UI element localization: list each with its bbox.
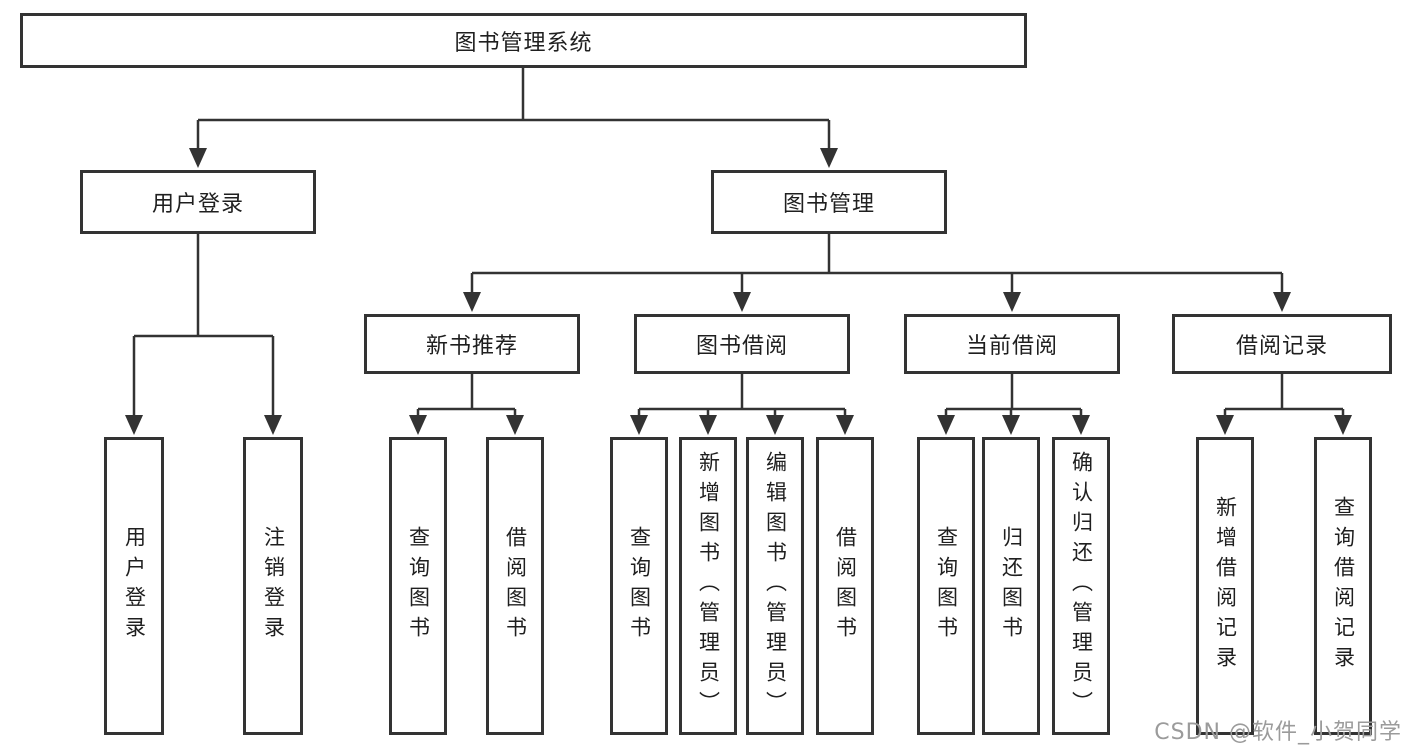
node-root: 图书管理系统 bbox=[20, 13, 1027, 68]
node-current-borrow: 当前借阅 bbox=[904, 314, 1120, 374]
node-borrow-records-label: 借阅记录 bbox=[1235, 334, 1328, 359]
leaf-query-books: 查询图书 bbox=[389, 437, 447, 735]
leaf-confirm-return-admin-label: 确认归还（管理员） bbox=[1069, 451, 1094, 721]
leaf-add-book-admin: 新增图书（管理员） bbox=[679, 437, 737, 735]
node-new-book-recommend-label: 新书推荐 bbox=[425, 334, 518, 359]
leaf-query-books-3: 查询图书 bbox=[917, 437, 975, 735]
leaf-confirm-return-admin: 确认归还（管理员） bbox=[1052, 437, 1110, 735]
node-user-login: 用户登录 bbox=[80, 170, 316, 234]
leaf-query-books-label: 查询图书 bbox=[406, 526, 431, 646]
node-borrow-records: 借阅记录 bbox=[1172, 314, 1392, 374]
leaf-query-books-2-label: 查询图书 bbox=[627, 526, 652, 646]
node-user-login-label: 用户登录 bbox=[151, 192, 244, 217]
node-root-label: 图书管理系统 bbox=[454, 30, 593, 56]
leaf-borrow-books: 借阅图书 bbox=[486, 437, 544, 735]
leaf-edit-book-admin: 编辑图书（管理员） bbox=[746, 437, 804, 735]
node-current-borrow-label: 当前借阅 bbox=[965, 334, 1058, 359]
leaf-borrow-books-2-label: 借阅图书 bbox=[833, 526, 858, 646]
leaf-query-books-2: 查询图书 bbox=[610, 437, 668, 735]
leaf-add-book-admin-label: 新增图书（管理员） bbox=[696, 451, 721, 721]
node-book-borrow: 图书借阅 bbox=[634, 314, 850, 374]
leaf-logout: 注销登录 bbox=[243, 437, 303, 735]
csdn-watermark: CSDN @软件_小贺同学 bbox=[1154, 720, 1402, 745]
node-book-borrow-label: 图书借阅 bbox=[695, 334, 788, 359]
node-book-management: 图书管理 bbox=[711, 170, 947, 234]
leaf-query-borrow-record-label: 查询借阅记录 bbox=[1331, 496, 1356, 676]
leaf-user-login-label: 用户登录 bbox=[122, 526, 147, 646]
leaf-return-book: 归还图书 bbox=[982, 437, 1040, 735]
leaf-borrow-books-label: 借阅图书 bbox=[503, 526, 528, 646]
leaf-query-books-3-label: 查询图书 bbox=[934, 526, 959, 646]
leaf-borrow-books-2: 借阅图书 bbox=[816, 437, 874, 735]
leaf-query-borrow-record: 查询借阅记录 bbox=[1314, 437, 1372, 735]
leaf-edit-book-admin-label: 编辑图书（管理员） bbox=[763, 451, 788, 721]
node-book-management-label: 图书管理 bbox=[782, 192, 875, 217]
node-new-book-recommend: 新书推荐 bbox=[364, 314, 580, 374]
leaf-add-borrow-record-label: 新增借阅记录 bbox=[1213, 496, 1238, 676]
leaf-add-borrow-record: 新增借阅记录 bbox=[1196, 437, 1254, 735]
leaf-user-login: 用户登录 bbox=[104, 437, 164, 735]
leaf-logout-label: 注销登录 bbox=[261, 526, 286, 646]
tree-edges bbox=[132, 68, 1345, 417]
leaf-return-book-label: 归还图书 bbox=[999, 526, 1024, 646]
